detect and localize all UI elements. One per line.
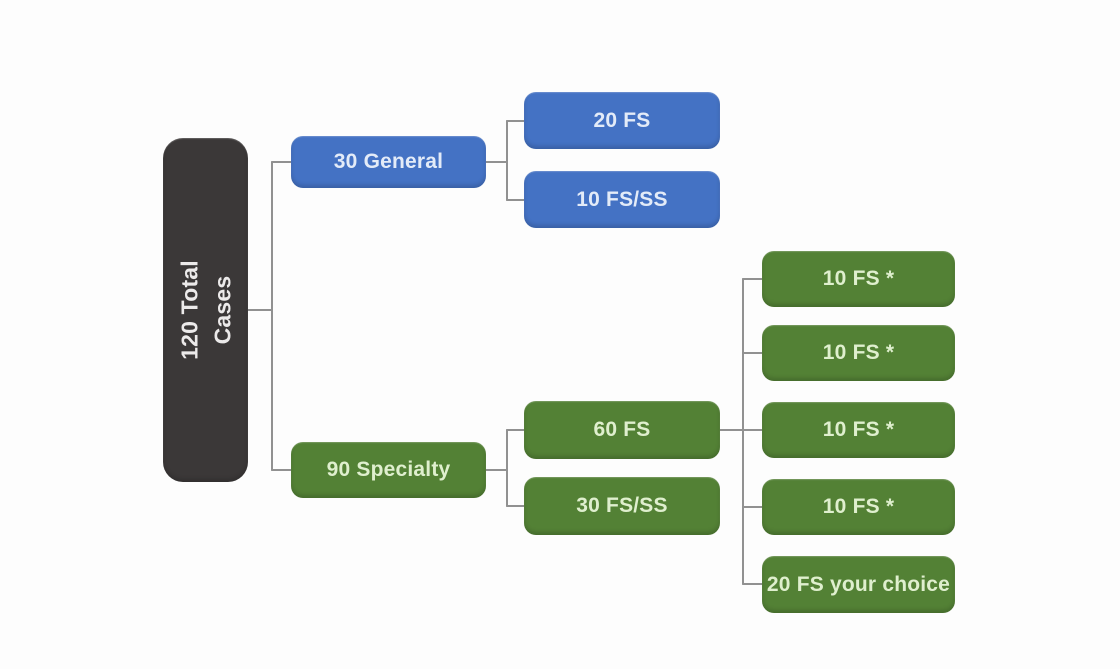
node-20-fs-your-choice: 20 FS your choice [762, 556, 955, 613]
node-10-fs-2: 10 FS * [762, 325, 955, 381]
node-label: 10 FS * [822, 341, 895, 364]
node-label: 90 Specialty [326, 458, 451, 481]
root-label-line-1: 120 Total [176, 260, 203, 360]
node-30-fs-ss: 30 FS/SS [524, 477, 720, 535]
node-10-fs-4: 10 FS * [762, 479, 955, 535]
node-90-specialty: 90 Specialty [291, 442, 486, 498]
node-label: 20 FS your choice [766, 572, 951, 596]
root-label: 120 Total Cases [163, 138, 248, 482]
node-60-fs: 60 FS [524, 401, 720, 459]
node-10-fs-3: 10 FS * [762, 402, 955, 458]
node-label: 10 FS * [822, 267, 895, 290]
node-10-fs-1: 10 FS * [762, 251, 955, 307]
node-total-cases: 120 Total Cases [163, 138, 248, 482]
node-label: 30 General [333, 150, 444, 173]
node-label: 30 FS/SS [576, 494, 668, 517]
node-30-general: 30 General [291, 136, 486, 188]
node-20-fs: 20 FS [524, 92, 720, 149]
node-10-fs-ss: 10 FS/SS [524, 171, 720, 228]
node-label: 20 FS [593, 108, 651, 132]
node-label: 60 FS [593, 418, 651, 441]
node-label: 10 FS * [822, 495, 895, 518]
node-label: 10 FS * [822, 418, 895, 441]
node-label: 10 FS/SS [576, 187, 668, 211]
root-label-line-2: Cases [208, 275, 235, 345]
